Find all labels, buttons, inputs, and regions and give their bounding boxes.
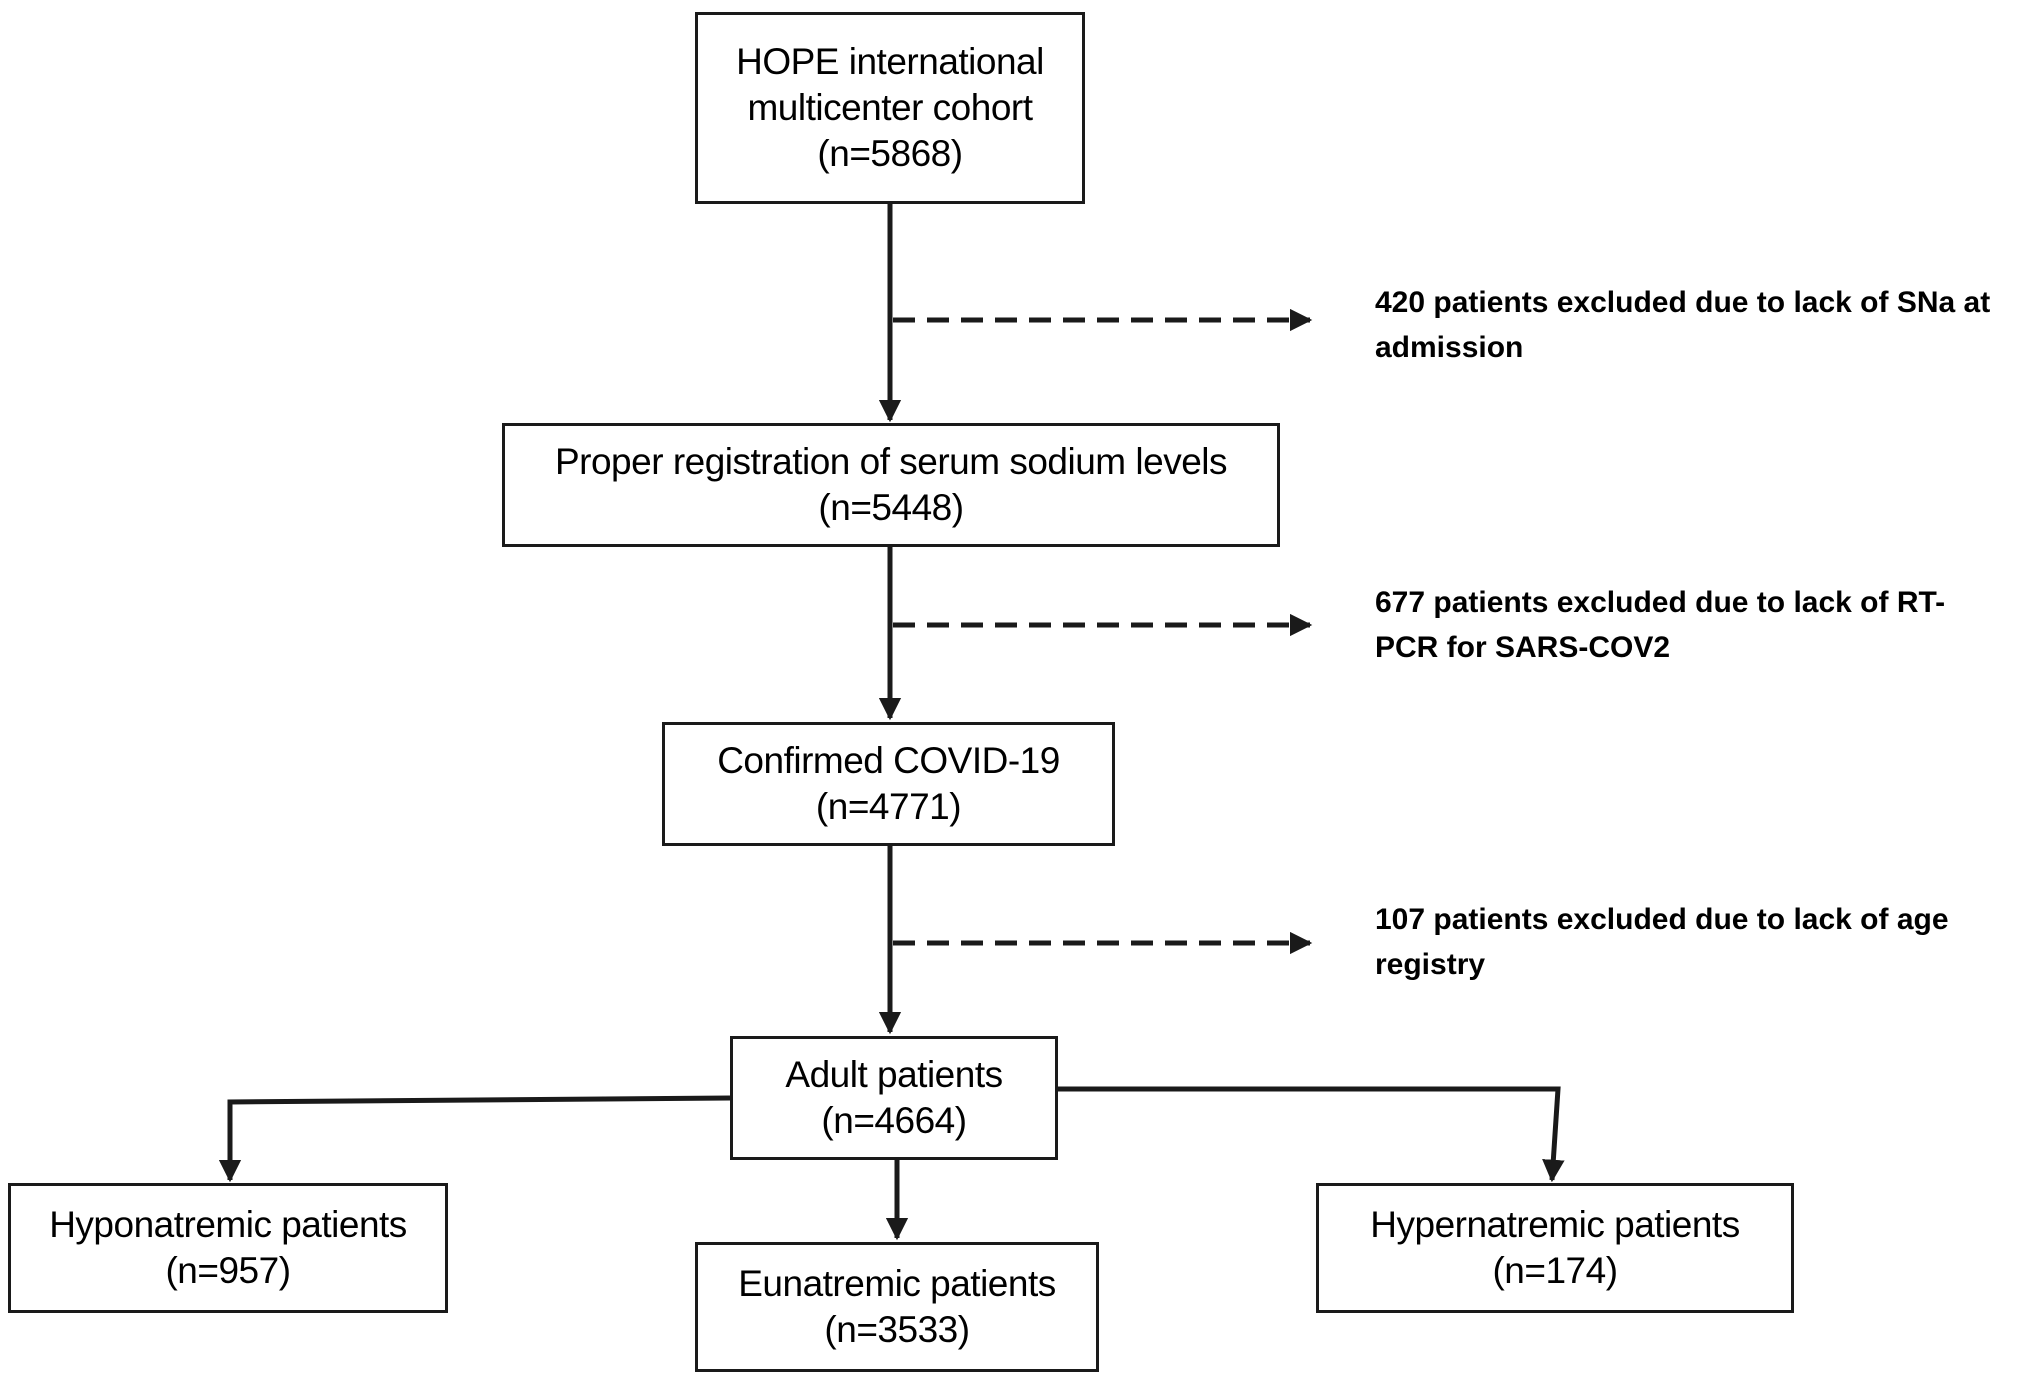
hypernatremic-count: (n=174): [1492, 1250, 1618, 1291]
arrow-adult-to-hyponatremic: [218, 1095, 731, 1183]
cohort-count: (n=5868): [817, 133, 963, 174]
hypernatremic-box: Hypernatremic patients (n=174): [1316, 1183, 1794, 1313]
exclusion-note-1-line-2: admission: [1375, 331, 1524, 364]
exclusion-note-3-line-2: registry: [1375, 948, 1486, 981]
adult-box: Adult patients (n=4664): [730, 1036, 1058, 1160]
exclusion-note-1-line-1: 420 patients excluded due to lack of SNa…: [1375, 286, 1991, 319]
eunatremic-box: Eunatremic patients (n=3533): [695, 1242, 1099, 1372]
hyponatremic-box: Hyponatremic patients (n=957): [8, 1183, 448, 1313]
exclusion-note-1: 420 patients excluded due to lack of SNa…: [1375, 280, 2035, 370]
hyponatremic-line-1: Hyponatremic patients: [49, 1204, 407, 1245]
eunatremic-count: (n=3533): [824, 1309, 970, 1350]
covid-count: (n=4771): [815, 786, 962, 827]
cohort-box: HOPE international multicenter cohort (n…: [695, 12, 1085, 204]
hyponatremic-count: (n=957): [165, 1250, 291, 1291]
cohort-line-2: multicenter cohort: [747, 87, 1033, 128]
exclusion-note-2-line-1: 677 patients excluded due to lack of RT-: [1375, 586, 1946, 619]
cohort-line-1: HOPE international: [736, 41, 1044, 82]
adult-line-1: Adult patients: [785, 1054, 1003, 1095]
covid-box: Confirmed COVID-19 (n=4771): [662, 722, 1115, 846]
adult-count: (n=4664): [821, 1100, 967, 1141]
exclusion-note-2: 677 patients excluded due to lack of RT-…: [1375, 580, 2035, 670]
exclusion-note-3-line-1: 107 patients excluded due to lack of age: [1375, 903, 1949, 936]
arrow-adult-to-hypernatremic: [1055, 1086, 1565, 1183]
exclusion-note-2-line-2: PCR for SARS-COV2: [1375, 631, 1671, 664]
eunatremic-line-1: Eunatremic patients: [738, 1263, 1056, 1304]
sodium-box: Proper registration of serum sodium leve…: [502, 423, 1280, 547]
sodium-count: (n=5448): [818, 487, 964, 528]
exclusion-note-3: 107 patients excluded due to lack of age…: [1375, 897, 2035, 987]
hypernatremic-line-1: Hypernatremic patients: [1370, 1204, 1740, 1245]
covid-line-1: Confirmed COVID-19: [717, 740, 1060, 781]
sodium-line-1: Proper registration of serum sodium leve…: [554, 441, 1228, 482]
